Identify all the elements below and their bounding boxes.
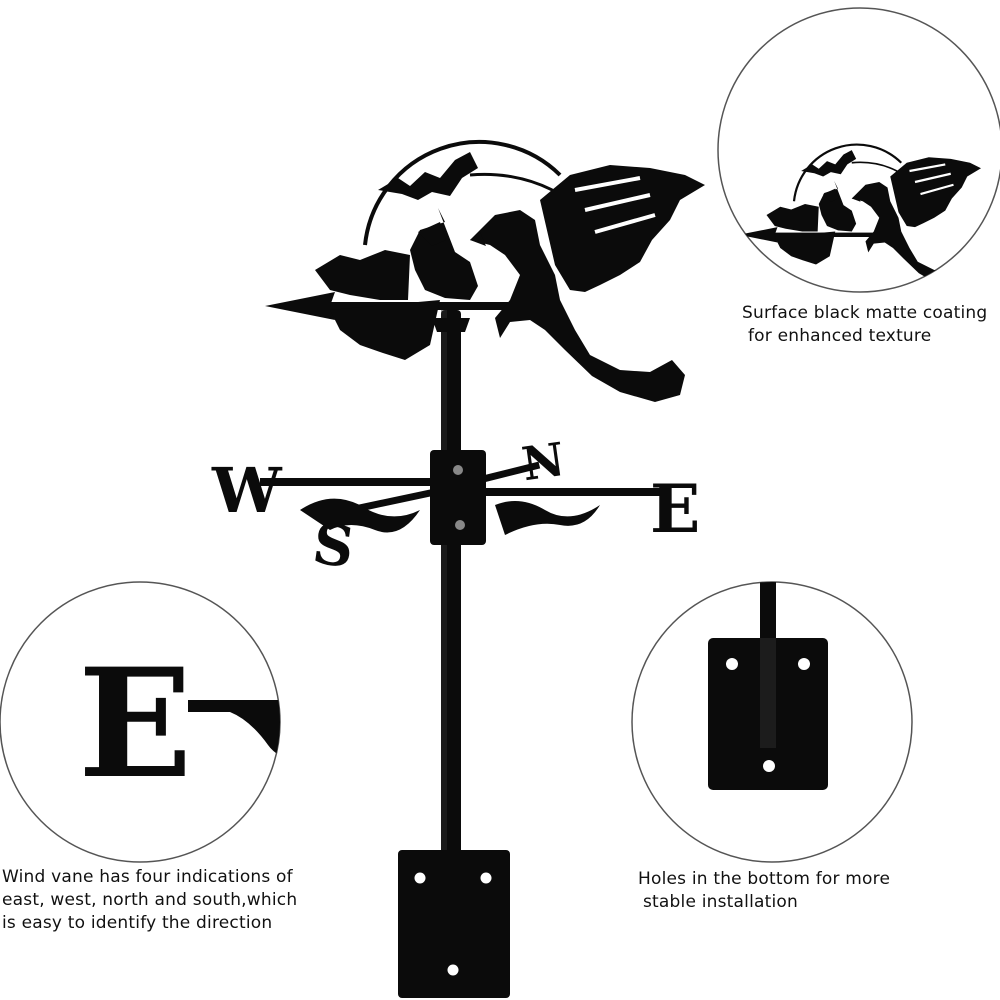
caption-line: east, west, north and south,which (2, 890, 298, 910)
caption-holes: Holes in the bottom for more stable inst… (638, 868, 890, 914)
caption-line: for enhanced texture (748, 326, 932, 346)
caption-line: stable installation (643, 892, 798, 912)
caption-indicators: Wind vane has four indications of east, … (2, 866, 297, 935)
mounting-plate (398, 850, 510, 998)
detail-circle-plate (631, 581, 913, 863)
letter-east: E (650, 470, 700, 548)
caption-line: Wind vane has four indications of (2, 867, 293, 887)
letter-west: W (211, 454, 283, 527)
center-bracket (430, 450, 486, 545)
caption-line: is easy to identify the direction (2, 913, 273, 933)
mounting-hole (480, 872, 492, 884)
topper-silhouette (263, 140, 707, 404)
letter-south: S (309, 510, 358, 581)
mounting-hole (414, 872, 426, 884)
magnified-east-letter: E (78, 636, 192, 812)
detail-circle-east: E (0, 581, 281, 863)
caption-line: Holes in the bottom for more (638, 869, 891, 889)
caption-coating: Surface black matte coating for enhanced… (742, 302, 987, 348)
detail-circle-coating (717, 7, 1000, 293)
letter-north: N (519, 432, 568, 491)
weathervane: W E N S (211, 140, 707, 998)
caption-line: Surface black matte coating (742, 303, 988, 323)
mounting-hole (447, 964, 459, 976)
